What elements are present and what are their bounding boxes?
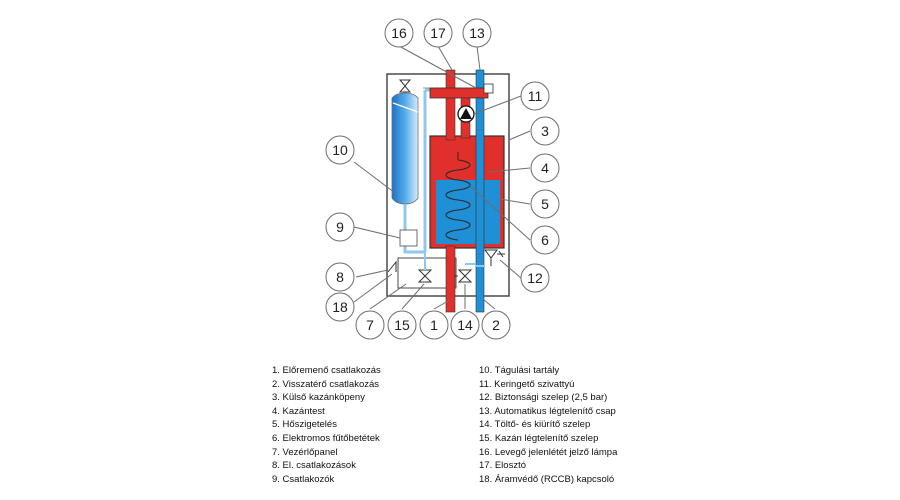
legend-item: 13. Automatikus légtelenítő csap [479, 405, 616, 417]
callout-1: 1 [419, 310, 449, 340]
callout-13: 13 [462, 18, 492, 48]
distributor [429, 87, 489, 99]
svg-text:16: 16 [391, 25, 407, 41]
svg-text:7: 7 [366, 317, 374, 333]
callout-3: 3 [530, 116, 560, 146]
callout-12: 12 [520, 263, 550, 293]
svg-text:17: 17 [430, 25, 446, 41]
svg-text:15: 15 [394, 317, 410, 333]
legend-item: 10. Tágulási tartály [479, 365, 560, 376]
legend-item: 18. Áramvédő (RCCB) kapcsoló [479, 473, 615, 485]
control-panel-box [397, 257, 457, 289]
svg-text:2: 2 [492, 317, 500, 333]
legend-item: 6. Elektromos fűtőbetétek [272, 432, 380, 444]
callout-8: 8 [325, 262, 355, 292]
expansion-vessel-membrane [392, 102, 419, 113]
boiler-body-hot-inner [436, 142, 476, 180]
flow-pipe-lower [445, 245, 456, 313]
air-release-valve-icon [417, 252, 433, 283]
legend-item: 5. Hőszigetelés [272, 419, 337, 431]
legend-right-column: 10. Tágulási tartály 11. Keringető sziva… [479, 364, 617, 486]
svg-text:4: 4 [541, 160, 549, 176]
callout-4: 4 [530, 153, 560, 183]
callout-9: 9 [325, 212, 355, 242]
svg-text:1: 1 [430, 317, 438, 333]
callout-5: 5 [530, 189, 560, 219]
fill-drain-valve-icon [454, 263, 476, 283]
legend-item: 11. Keringető szivattyú [479, 378, 575, 390]
callout-16: 16 [384, 18, 414, 48]
legend-item: 15. Kazán légtelenítő szelep [479, 432, 599, 444]
svg-text:8: 8 [336, 269, 344, 285]
callout-15: 15 [387, 310, 417, 340]
svg-text:12: 12 [527, 270, 543, 286]
legend-item: 17. Elosztó [479, 460, 526, 472]
callout-2: 2 [481, 310, 511, 340]
legend-item: 16. Levegő jelenlétét jelző lámpa [479, 446, 618, 458]
legend-item: 14. Töltő- és kiürítő szelep [479, 419, 591, 431]
air-vent [483, 83, 494, 94]
legend-item: 1. Előremenő csatlakozás [272, 365, 381, 376]
svg-text:10: 10 [332, 142, 348, 158]
legend-item: 8. El. csatlakozások [272, 460, 356, 472]
top-valve-icon [398, 79, 412, 93]
callout-17: 17 [423, 18, 453, 48]
svg-text:14: 14 [457, 317, 473, 333]
legend-item: 4. Kazántest [272, 405, 325, 417]
legend-left-column: 1. Előremenő csatlakozás 2. Visszatérő c… [272, 364, 381, 486]
legend-item: 7. Vezérlőpanel [272, 446, 338, 458]
expansion-vessel [391, 92, 419, 205]
legend-item: 3. Külső kazánköpeny [272, 392, 365, 404]
svg-text:6: 6 [541, 232, 549, 248]
svg-text:9: 9 [336, 219, 344, 235]
leader-lines [353, 45, 531, 310]
callout-7: 7 [355, 310, 385, 340]
legend-item: 9. Csatlakozók [272, 473, 335, 485]
safety-valve-icon [476, 249, 505, 267]
svg-text:13: 13 [469, 25, 485, 41]
flow-pipe-upper [445, 69, 456, 141]
legend-item: 12. Biztonsági szelep (2,5 bar) [479, 392, 608, 404]
callout-10: 10 [325, 135, 355, 165]
return-pipe [475, 69, 485, 313]
callout-11: 11 [520, 81, 550, 111]
svg-text:18: 18 [332, 299, 348, 315]
callout-18: 18 [325, 292, 355, 322]
svg-text:11: 11 [528, 88, 543, 104]
heating-coil [445, 159, 471, 241]
connector-box [399, 229, 418, 247]
svg-text:3: 3 [541, 123, 549, 139]
legend-item: 2. Visszatérő csatlakozás [272, 378, 380, 390]
pump-arrow [460, 108, 472, 119]
boiler-diagram: 16 17 13 11 3 10 4 5 6 9 12 8 18 7 15 1 … [325, 18, 560, 340]
rccb-switch [387, 260, 397, 273]
svg-text:5: 5 [541, 196, 549, 212]
callout-6: 6 [530, 225, 560, 255]
callout-14: 14 [450, 310, 480, 340]
